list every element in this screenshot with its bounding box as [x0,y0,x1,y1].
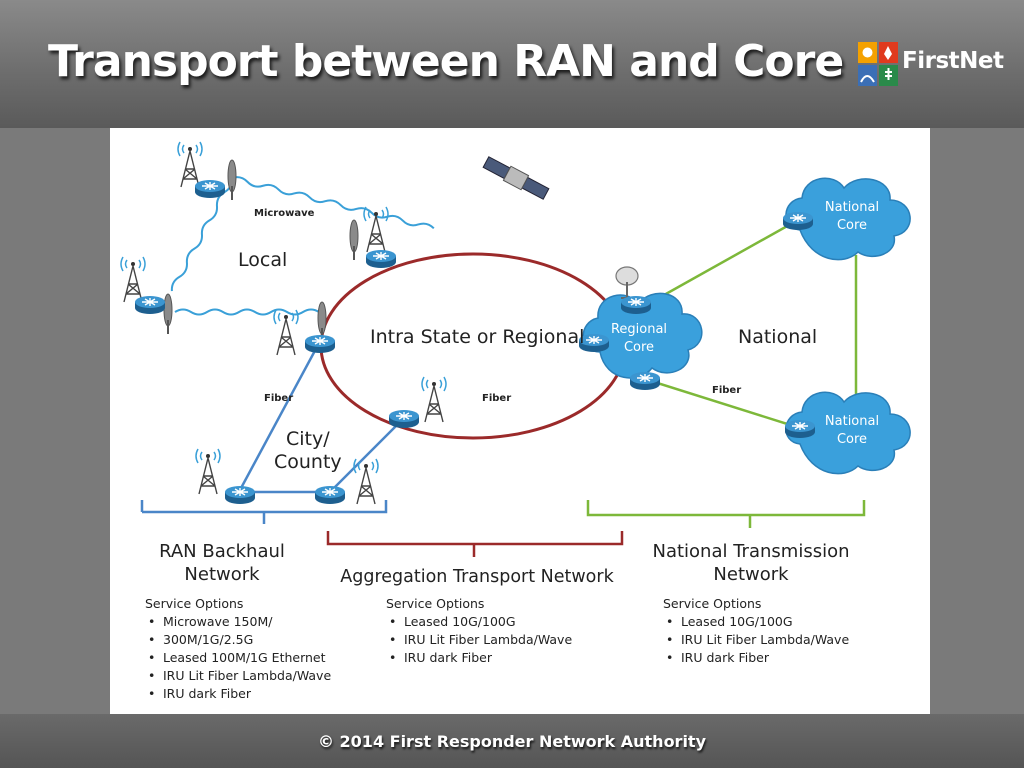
service-option: IRU dark Fiber [145,685,331,703]
fiber-label-left: Fiber [264,393,294,404]
ran-backhaul-title: RAN Backhaul Network [136,540,308,586]
ran-backhaul-title-line2: Network [184,564,260,585]
service-option: IRU dark Fiber [663,649,849,667]
local-label: Local [238,249,288,271]
logo-text: FirstNet [902,48,1004,74]
service-option: Leased 100M/1G Ethernet [145,649,331,667]
service-option: Microwave 150M/ [145,613,331,631]
service-options-heading: Service Options [663,596,762,611]
county-label: County [274,451,342,473]
national-transmission-bracket [586,500,866,528]
ran-backhaul-title-line1: RAN Backhaul [159,541,285,562]
national-core-bottom-line2: Core [836,432,868,447]
city-label: City/ [286,428,330,450]
national-service-options: Service Options Leased 10G/100G IRU Lit … [663,595,849,667]
regional-core-line2: Core [623,340,655,355]
service-option: IRU Lit Fiber Lambda/Wave [145,667,331,685]
national-core-top-cloud [785,177,911,261]
fiber-label-center: Fiber [482,393,512,404]
regional-core-line1: Regional [610,322,668,337]
national-transmission-title-line1: National Transmission [652,541,850,562]
national-transmission-title: National Transmission Network [640,540,862,586]
national-label: National [738,326,818,348]
service-options-heading: Service Options [145,596,244,611]
service-option: IRU Lit Fiber Lambda/Wave [386,631,572,649]
service-option: Leased 10G/100G [386,613,572,631]
ran-backhaul-bracket [140,500,388,524]
national-core-bottom-cloud [785,391,911,475]
satellite-dish-icon [615,266,639,299]
service-option: 300M/1G/2.5G [145,631,331,649]
national-core-top-line1: National [824,200,880,215]
service-options-heading: Service Options [386,596,485,611]
slide-title: Transport between RAN and Core [48,36,844,87]
national-core-bottom-line1: National [824,414,880,429]
regional-core-label: Regional Core [610,321,668,357]
national-core-bottom-label: National Core [822,413,882,449]
national-links [647,218,858,430]
regional-core-cloud [582,292,703,379]
fiber-label-right: Fiber [712,385,742,396]
national-transmission-title-line2: Network [713,564,789,585]
service-option: IRU dark Fiber [386,649,572,667]
service-option: Leased 10G/100G [663,613,849,631]
firstnet-logo: FirstNet [858,42,1008,88]
aggregation-title: Aggregation Transport Network [330,566,624,589]
national-core-top-line2: Core [836,218,868,233]
ran-service-options: Service Options Microwave 150M/ 300M/1G/… [145,595,331,703]
national-core-top-label: National Core [822,199,882,235]
satellite-icon [482,156,550,200]
aggregation-service-options: Service Options Leased 10G/100G IRU Lit … [386,595,572,667]
microwave-label: Microwave [254,208,315,219]
slide-footer: © 2014 First Responder Network Authority [0,714,1024,768]
copyright-text: © 2014 First Responder Network Authority [317,732,707,751]
service-option: IRU Lit Fiber Lambda/Wave [663,631,849,649]
aggregation-title-line1: Aggregation Transport Network [340,567,614,587]
city-county-label: City/ County [274,428,342,474]
firstnet-logo-icon [858,42,898,86]
aggregation-bracket [326,531,624,557]
slide-header: Transport between RAN and Core FirstNet [0,0,1024,128]
intra-state-label: Intra State or Regional [370,326,585,348]
